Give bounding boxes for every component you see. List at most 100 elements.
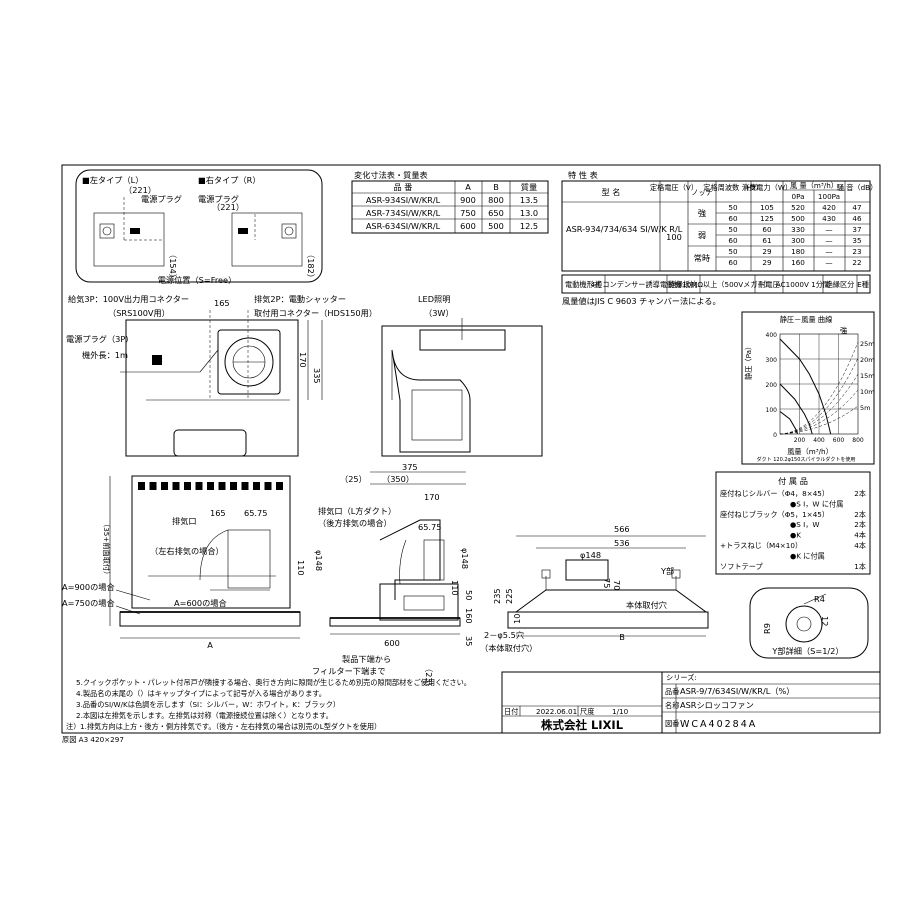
- grill-slot: [195, 482, 203, 490]
- side-filter-end: フィルター下端まで: [312, 666, 386, 676]
- accessory-item: +トラスねじ（M4×10）: [720, 541, 802, 550]
- spec-table-cell: 160: [791, 258, 805, 267]
- front-a900: A=900の場合: [62, 582, 115, 592]
- spec-notch-header: ノッチ: [691, 188, 712, 197]
- accessory-item: ●K: [790, 531, 801, 540]
- mass-table-cell: 650: [488, 208, 504, 218]
- spec-table-cell: 35: [852, 236, 861, 245]
- spec-table-cell: 60: [728, 214, 738, 223]
- note-2: 2.本図は左排気を示します。左排気は対称（電源接続位置は除く）となります。: [76, 711, 333, 720]
- name-value: ASRシロッコファン: [680, 700, 754, 710]
- spec-table: 特 性 表 型 名 定格電圧（V） ノッチ 定格周波数（Hz） 消費電力（W） …: [561, 170, 877, 306]
- grill-slot: [264, 482, 272, 490]
- company-name: 株式会社 LIXIL: [541, 718, 624, 732]
- left-plug-label: 電源プラグ: [141, 194, 182, 204]
- dim-182: （182）: [306, 250, 316, 282]
- accessory-item: ●S I，W: [790, 520, 820, 529]
- side-type-panel: ■左タイプ（L） ■右タイプ（R） （221） （221） 電源プラグ 電源プラ…: [75, 169, 323, 285]
- scale-label: 尺度: [580, 707, 594, 716]
- cord-length-label: 機外長：1m: [82, 350, 128, 360]
- curve-y-tick: 300: [766, 357, 778, 364]
- mass-table-cell: 500: [488, 221, 504, 231]
- scale-value: 1/10: [612, 707, 629, 716]
- curve-x-tick: 200: [794, 437, 806, 444]
- note-3: 3.品番のSI/W/Kは色調を示します（SI：シルバー，W：ホワイト，K：ブラッ…: [76, 700, 340, 709]
- spec-power-header: 消費電力（W）: [742, 183, 792, 192]
- detail-caption: Y部詳細（S=1/2）: [771, 646, 843, 656]
- side-rear-label: （後方排気の場合）: [318, 518, 392, 528]
- bottom-dim-225: 225: [504, 588, 514, 604]
- front-dim-a: A: [207, 640, 213, 650]
- curve-y-tick: 0: [773, 432, 777, 439]
- right-dim-221: （221）: [212, 202, 244, 212]
- mass-table-cell: 600: [460, 221, 476, 231]
- duct-resistance-line: [779, 357, 859, 435]
- srs-label: （SRS100V用）: [108, 308, 170, 318]
- front-dim-110: 110: [296, 560, 306, 576]
- mass-table-cell: 13.5: [520, 195, 538, 205]
- curve-footnote: ダクト 120.2φ150スパイラルダクトを使用: [757, 456, 856, 463]
- grill-slot: [161, 482, 168, 490]
- spec-table-cell: 29: [762, 258, 772, 267]
- spec-table-cell: 37: [852, 225, 861, 234]
- mass-table-cell: 900: [460, 195, 476, 205]
- mass-table-cell: ASR-734SI/W/KR/L: [366, 208, 441, 218]
- curve-x-tick: 600: [833, 437, 845, 444]
- spec-table-cell: —: [825, 247, 832, 256]
- spec-note: 風量値はJIS C 9603 チャンバー法による。: [562, 296, 721, 306]
- spec-table-title: 特 性 表: [568, 170, 598, 180]
- detail-r9: R9: [762, 623, 772, 634]
- bottom-dim-70: 70: [612, 580, 622, 590]
- mass-table-cell: 13.0: [520, 208, 538, 218]
- date-label: 日付: [504, 707, 518, 716]
- drawing-number: WCA40284A: [680, 719, 757, 730]
- spec-table-cell: 105: [760, 203, 774, 212]
- power-position-caption: 電源位置（S=Free）: [158, 275, 237, 285]
- spec-airflow-header: 風 量（m³/h）: [790, 181, 838, 190]
- front-left-exhaust: （左右排気の場合）: [150, 546, 224, 556]
- name-label: 名称: [665, 701, 679, 710]
- detail-r4: R4: [814, 594, 825, 604]
- spec-table-cell: 22: [852, 258, 861, 267]
- grill-slot: [253, 482, 260, 490]
- spec-table-cell: 50: [728, 203, 738, 212]
- duct-length-label: 25m: [860, 340, 875, 348]
- curve-y-tick: 200: [766, 382, 778, 389]
- spec-notch-always: 常時: [694, 253, 710, 263]
- note-4: 4.製品名の末尾の（）はキャップタイプによって記号が入る場合があります。: [76, 689, 326, 698]
- curve-series-line: [779, 338, 832, 435]
- side-dim-600: 600: [384, 638, 400, 648]
- side-dim-375: 375: [402, 462, 418, 472]
- accessories-box: 付 属 品 座付ねじシルバー（Φ4，8×45）2本●S I，W に付属座付ねじブ…: [715, 471, 871, 575]
- curve-title: 静圧－風量 曲線: [780, 315, 833, 324]
- y-detail: R4 R9 12 Y部詳細（S=1/2）: [749, 587, 869, 659]
- front-dim-148: φ148: [314, 550, 324, 571]
- front-dim-165: 165: [210, 508, 226, 518]
- product-label: 品番: [665, 687, 679, 696]
- grill-slot: [172, 482, 180, 490]
- duct-length-label: 15m: [860, 372, 875, 380]
- duct-resistance-line: [779, 341, 859, 435]
- side-dim-6575: 65.75: [418, 522, 441, 532]
- accessory-item: ソフトテープ: [720, 562, 764, 571]
- bottom-dim-148: φ148: [580, 550, 601, 560]
- mass-header-cell: A: [465, 182, 471, 192]
- grill-slot: [138, 482, 145, 490]
- accessories-title: 付 属 品: [778, 476, 808, 486]
- spec-table-cell: 300: [791, 236, 805, 245]
- duct-resistance-line: [779, 389, 859, 435]
- side-dim-23: （23）: [424, 664, 434, 691]
- spec-table-cell: 47: [852, 203, 861, 212]
- top-dim-335: 335: [312, 368, 322, 384]
- accessory-qty: 2本: [854, 520, 866, 529]
- front-exhaust-label: 排気口: [172, 516, 197, 526]
- spec-model-value: ASR-934/734/634 SI/W/K R/L: [566, 224, 683, 234]
- side-exhaust-label: 排気口（L方ダクト）: [318, 506, 396, 516]
- spec-table-cell: 500: [791, 214, 805, 223]
- detail-12: 12: [820, 616, 830, 626]
- spec-motor-value: 4極コンデンサー誘導電動機: [591, 280, 682, 289]
- exhaust-2p-label: 排気2P：電動シャッター: [254, 294, 346, 304]
- bottom-mount-label: 本体取付穴: [626, 600, 667, 610]
- mass-header-cell: 品 番: [394, 182, 413, 192]
